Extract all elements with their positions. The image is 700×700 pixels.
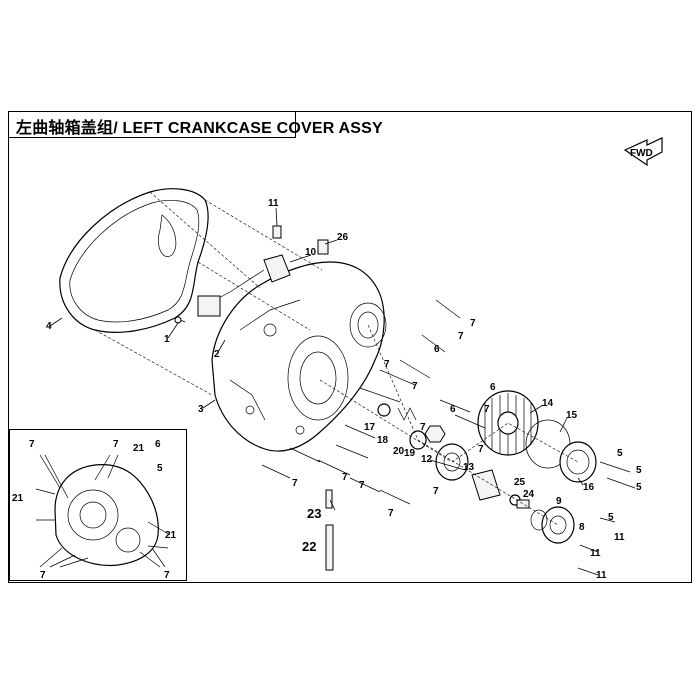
- callout-9: 9: [556, 496, 562, 507]
- callout-23: 23: [307, 506, 321, 521]
- inset-callout-21a: 21: [133, 443, 145, 454]
- callout-7l: 7: [388, 508, 394, 519]
- callout-11a: 11: [268, 198, 279, 209]
- callout-16: 16: [583, 482, 595, 493]
- inset-overview: [9, 429, 187, 581]
- callout-7h: 7: [433, 486, 439, 497]
- oil-filter: [477, 390, 539, 456]
- nut-20: [424, 425, 446, 443]
- callout-5d: 5: [608, 512, 614, 523]
- callout-3: 3: [198, 404, 204, 415]
- inset-callout-21c: 21: [165, 530, 177, 541]
- fwd-arrow-icon: FWD: [623, 137, 663, 167]
- callout-6a: 6: [434, 344, 440, 355]
- callout-12: 12: [421, 454, 433, 465]
- callout-5c: 5: [636, 482, 642, 493]
- callout-22: 22: [302, 539, 316, 554]
- callout-19: 19: [404, 448, 416, 459]
- callout-25: 25: [514, 477, 526, 488]
- callout-6b: 6: [490, 382, 496, 393]
- assembly-lines: [94, 191, 579, 526]
- callout-7j: 7: [342, 472, 348, 483]
- callout-1: 1: [164, 334, 170, 345]
- callout-7b: 7: [458, 331, 464, 342]
- callout-20: 20: [393, 446, 405, 457]
- callout-8: 8: [579, 522, 585, 533]
- callout-4: 4: [46, 321, 52, 332]
- bolt-24: [516, 499, 530, 509]
- title-box: [8, 111, 296, 138]
- callout-18: 18: [377, 435, 389, 446]
- inset-callout-5: 5: [157, 463, 163, 474]
- callout-11c: 11: [590, 548, 601, 559]
- spacer: [471, 469, 501, 501]
- callout-7g: 7: [478, 444, 484, 455]
- o-ring-9: [530, 509, 548, 531]
- inset-callout-7a: 7: [29, 439, 35, 450]
- inset-callout-21b: 21: [12, 493, 24, 504]
- callout-13: 13: [463, 462, 475, 473]
- callout-7a: 7: [470, 318, 476, 329]
- callout-15: 15: [566, 410, 578, 421]
- callout-5a: 5: [617, 448, 623, 459]
- inset-callout-7c: 7: [40, 570, 46, 581]
- callout-7e: 7: [484, 404, 490, 415]
- leader-lines: [49, 207, 584, 511]
- callout-24: 24: [523, 489, 535, 500]
- ball-17: [377, 403, 391, 417]
- callout-11b: 11: [614, 532, 625, 543]
- callout-11d: 11: [596, 570, 607, 581]
- inset-engine: [35, 454, 171, 568]
- inset-callout-6: 6: [155, 439, 161, 450]
- callout-26: 26: [337, 232, 349, 243]
- callout-2: 2: [214, 349, 220, 360]
- bolts: [261, 299, 636, 576]
- diagram-title: 左曲轴箱盖组/ LEFT CRANKCASE COVER ASSY: [16, 120, 383, 137]
- callout-6c: 6: [450, 404, 456, 415]
- callout-7d: 7: [412, 381, 418, 392]
- left-crankcase-cover: [211, 261, 387, 452]
- sensor-assembly: [174, 225, 329, 324]
- callout-7f: 7: [420, 422, 426, 433]
- inset-callout-7d: 7: [164, 570, 170, 581]
- callout-5b: 5: [636, 465, 642, 476]
- callout-7c: 7: [384, 359, 390, 370]
- inset-callout-7b: 7: [113, 439, 119, 450]
- diagram-frame: [8, 111, 692, 583]
- callout-7i: 7: [292, 478, 298, 489]
- pump-cover-8: [541, 506, 575, 544]
- callout-7k: 7: [359, 480, 365, 491]
- callout-10: 10: [305, 247, 317, 258]
- gasket: [59, 188, 209, 333]
- filter-cover: [559, 441, 597, 483]
- dowel-pin: [325, 489, 334, 571]
- fwd-label: FWD: [630, 148, 653, 159]
- callout-17: 17: [364, 422, 376, 433]
- callout-14: 14: [542, 398, 554, 409]
